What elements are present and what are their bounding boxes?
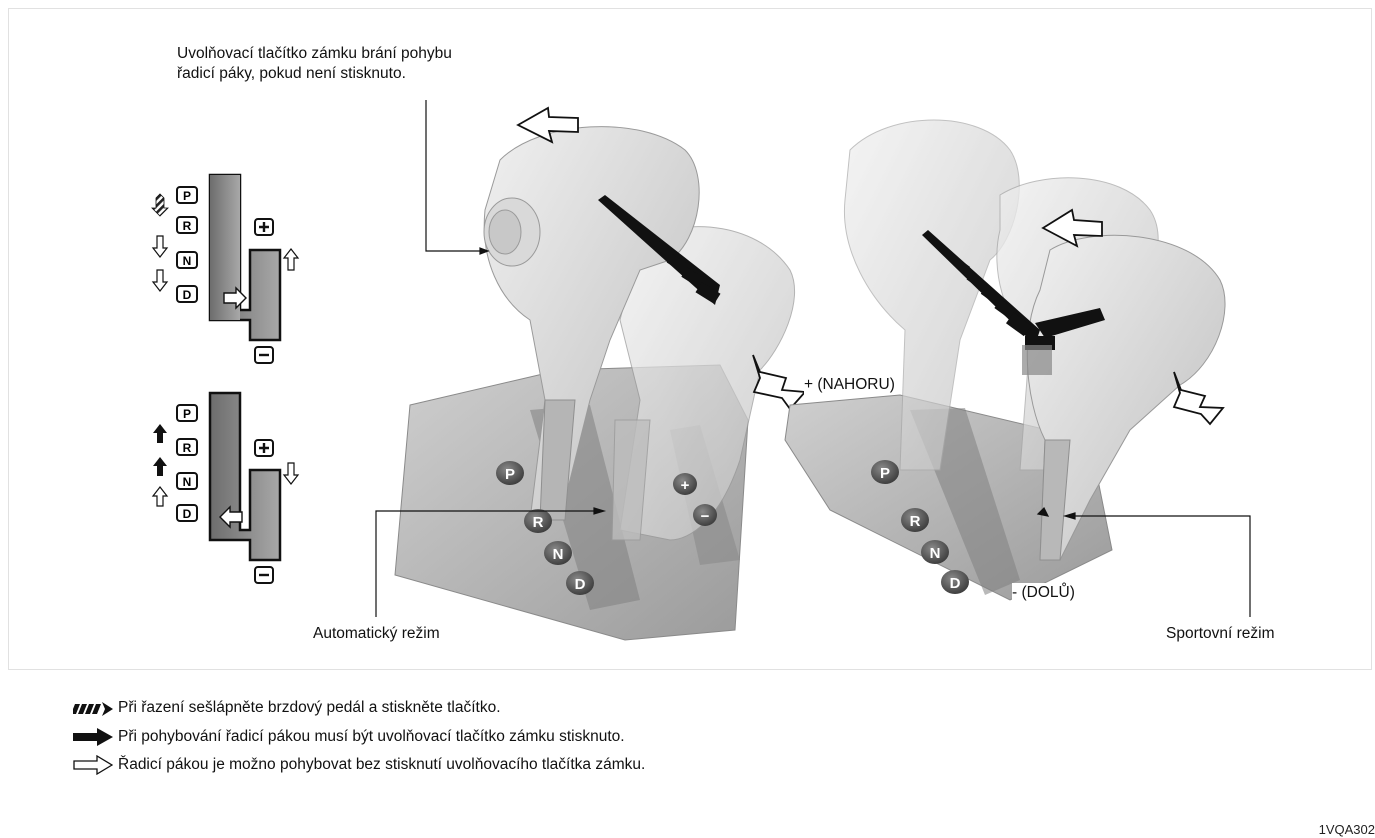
- svg-text:N: N: [930, 545, 941, 562]
- svg-text:P: P: [880, 465, 890, 482]
- down-label: - (DOLŮ): [1012, 583, 1075, 603]
- gear-p: P: [505, 466, 515, 483]
- svg-text:R: R: [910, 513, 921, 530]
- shift-pattern-lower: P R N D: [153, 393, 298, 583]
- solid-arrow-icon: [73, 727, 113, 747]
- svg-text:P: P: [183, 407, 191, 421]
- up-label: + (NAHORU): [804, 375, 895, 395]
- svg-text:N: N: [183, 254, 192, 268]
- svg-text:R: R: [183, 219, 192, 233]
- figure-code: 1VQA302: [1319, 822, 1375, 837]
- svg-text:−: −: [701, 508, 710, 525]
- legend-item-1: Při řazení sešlápněte brzdový pedál a st…: [118, 699, 501, 717]
- sport-mode-shifter: P R N D: [785, 120, 1225, 600]
- automatic-mode-shifter: P R N D + −: [395, 108, 805, 640]
- shift-pattern-upper: P R N D: [152, 175, 298, 363]
- svg-text:D: D: [183, 507, 192, 521]
- release-button-line-2: řadicí páky, pokud není stisknuto.: [177, 64, 577, 84]
- outline-arrow-icon: [73, 755, 113, 775]
- svg-text:+: +: [681, 477, 690, 494]
- svg-text:P: P: [183, 189, 191, 203]
- legend-item-3: Řadicí pákou je možno pohybovat bez stis…: [118, 756, 645, 774]
- hatched-arrow-icon: [73, 699, 113, 719]
- svg-text:D: D: [183, 288, 192, 302]
- automatic-mode-label: Automatický režim: [313, 624, 440, 644]
- svg-text:N: N: [183, 475, 192, 489]
- svg-text:D: D: [575, 576, 586, 593]
- release-button-callout: Uvolňovací tlačítko zámku brání pohybu ř…: [177, 44, 577, 84]
- svg-text:N: N: [553, 546, 564, 563]
- release-button-line-1: Uvolňovací tlačítko zámku brání pohybu: [177, 44, 577, 64]
- svg-text:D: D: [950, 575, 961, 592]
- svg-text:R: R: [183, 441, 192, 455]
- svg-text:R: R: [533, 514, 544, 531]
- legend-item-2: Při pohybování řadicí pákou musí být uvo…: [118, 728, 625, 746]
- sport-mode-label: Sportovní režim: [1166, 624, 1275, 644]
